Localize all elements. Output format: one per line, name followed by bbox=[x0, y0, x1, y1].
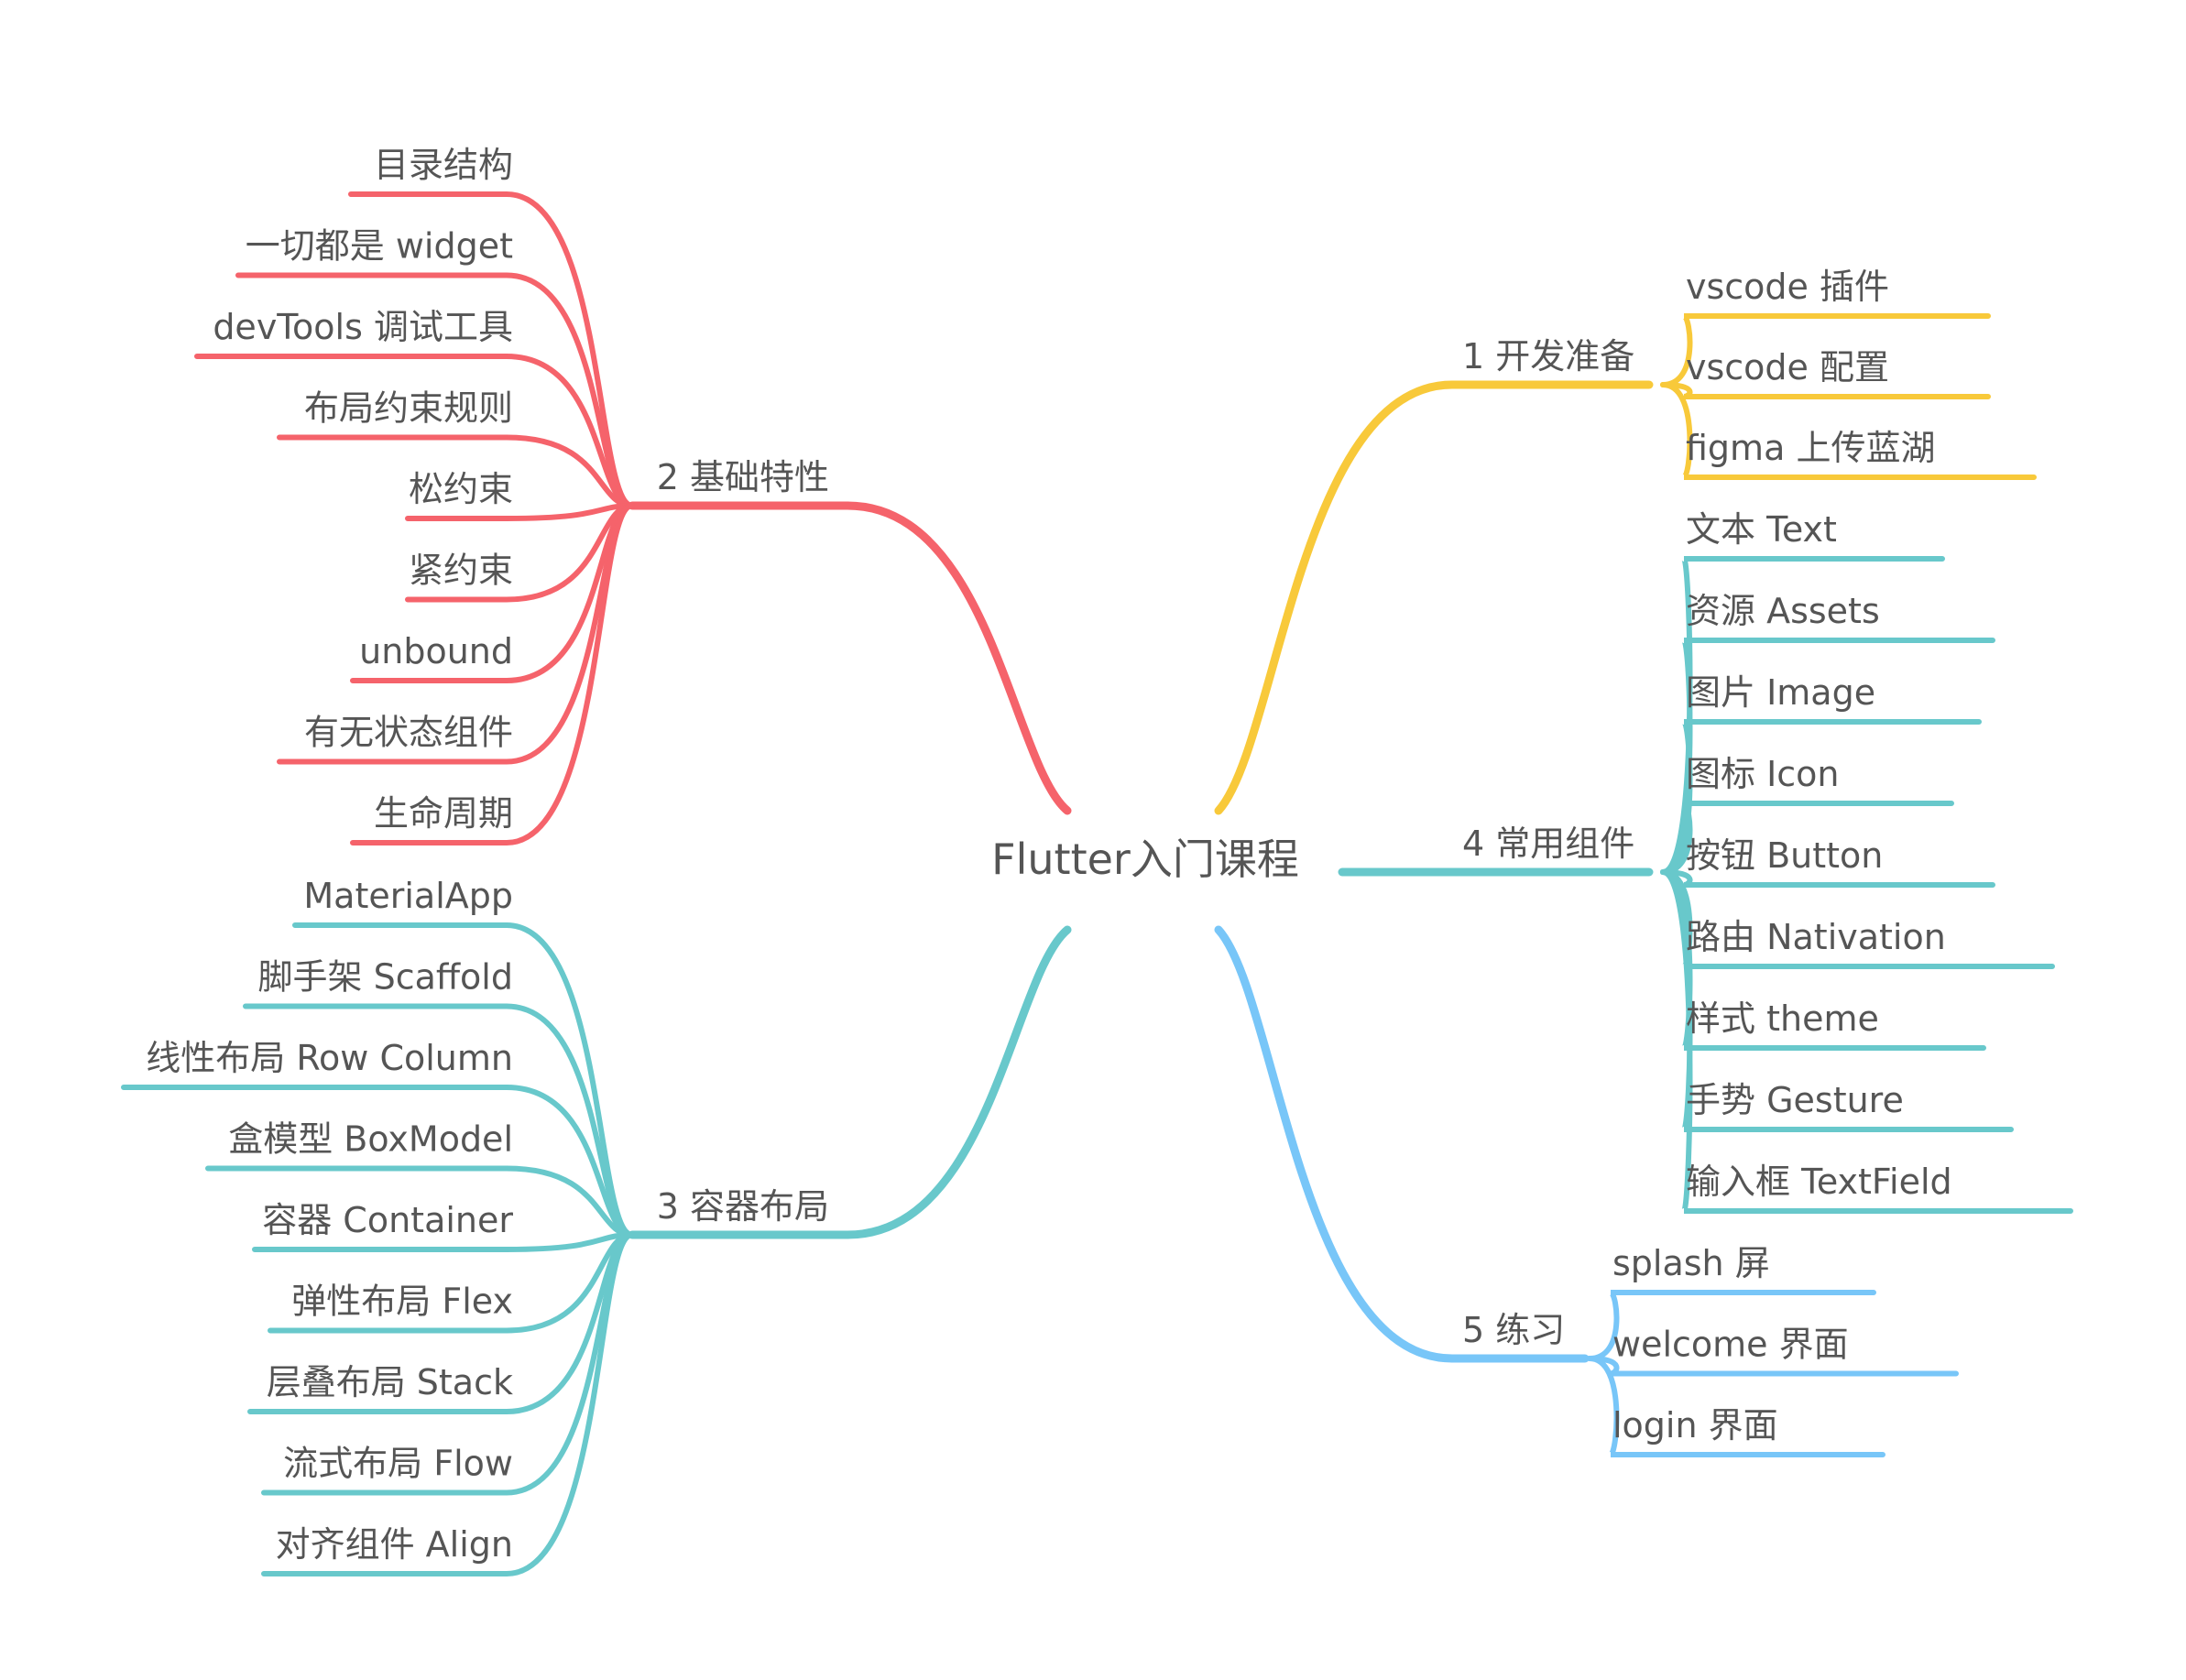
child-connector bbox=[121, 1085, 635, 1238]
leaf-b3-0[interactable]: MaterialApp bbox=[303, 876, 513, 916]
child-connector bbox=[350, 503, 635, 845]
leaf-b4-3[interactable]: 图标 Icon bbox=[1686, 754, 1840, 794]
leaf-b5-0[interactable]: splash 屏 bbox=[1612, 1243, 1770, 1283]
child-connector bbox=[1587, 1290, 1876, 1361]
branch-label-b3[interactable]: 3 容器布局 bbox=[657, 1186, 829, 1227]
leaf-b4-5[interactable]: 路由 Nativation bbox=[1686, 917, 1946, 957]
branch-label-b1[interactable]: 1 开发准备 bbox=[1462, 336, 1634, 376]
leaf-b4-0[interactable]: 文本 Text bbox=[1686, 509, 1837, 550]
leaf-b2-2[interactable]: devTools 调试工具 bbox=[213, 307, 513, 347]
branch-connector bbox=[1214, 380, 1457, 815]
child-connector bbox=[194, 354, 635, 508]
child-connector bbox=[1660, 719, 1982, 875]
child-connector bbox=[205, 1165, 635, 1238]
child-connector bbox=[1660, 869, 2073, 1214]
leaf-b2-6[interactable]: unbound bbox=[359, 631, 513, 671]
leaf-b2-5[interactable]: 紧约束 bbox=[409, 551, 513, 591]
leaf-b3-7[interactable]: 流式布局 Flow bbox=[283, 1444, 513, 1484]
mindmap-labels: 1 开发准备 vscode 插件 vscode 配置 figma 上传蓝湖 2 基础特性… bbox=[146, 145, 1951, 1565]
child-connector bbox=[252, 1232, 635, 1252]
branch-label-b5[interactable]: 5 练习 bbox=[1462, 1310, 1565, 1350]
child-connector bbox=[1660, 801, 1954, 875]
leaf-b2-0[interactable]: 目录结构 bbox=[374, 145, 513, 185]
child-connector bbox=[261, 1232, 635, 1576]
branch-connector bbox=[843, 925, 1072, 1239]
branch-connector bbox=[843, 501, 1072, 815]
leaf-b1-0[interactable]: vscode 插件 bbox=[1686, 267, 1889, 307]
child-connector bbox=[1587, 1356, 1885, 1457]
leaf-b2-7[interactable]: 有无状态组件 bbox=[304, 713, 513, 753]
leaf-b1-2[interactable]: figma 上传蓝湖 bbox=[1686, 428, 1935, 468]
branch-label-b4[interactable]: 4 常用组件 bbox=[1462, 824, 1634, 864]
mindmap-edges bbox=[121, 191, 2073, 1576]
child-connector bbox=[277, 434, 635, 508]
leaf-b5-2[interactable]: login 界面 bbox=[1612, 1405, 1778, 1445]
leaf-b3-4[interactable]: 容器 Container bbox=[262, 1200, 513, 1240]
leaf-b3-8[interactable]: 对齐组件 Align bbox=[276, 1524, 513, 1565]
leaf-b4-2[interactable]: 图片 Image bbox=[1686, 672, 1875, 713]
leaf-b4-7[interactable]: 手势 Gesture bbox=[1686, 1080, 1904, 1120]
leaf-b2-8[interactable]: 生命周期 bbox=[374, 793, 513, 834]
branch-label-b2[interactable]: 2 基础特性 bbox=[657, 457, 829, 497]
leaf-b4-8[interactable]: 输入框 TextField bbox=[1686, 1162, 1952, 1202]
leaf-b3-1[interactable]: 脚手架 Scaffold bbox=[258, 957, 514, 998]
leaf-b3-2[interactable]: 线性布局 Row Column bbox=[146, 1038, 513, 1078]
leaf-b3-5[interactable]: 弹性布局 Flex bbox=[291, 1282, 513, 1322]
child-connector bbox=[1660, 382, 2037, 480]
child-connector bbox=[405, 503, 635, 521]
leaf-b2-4[interactable]: 松约束 bbox=[409, 469, 513, 509]
leaf-b4-6[interactable]: 样式 theme bbox=[1686, 998, 1879, 1039]
leaf-b5-1[interactable]: welcome 界面 bbox=[1612, 1325, 1849, 1365]
leaf-b3-3[interactable]: 盒模型 BoxModel bbox=[228, 1119, 513, 1160]
leaf-b4-1[interactable]: 资源 Assets bbox=[1686, 591, 1880, 631]
leaf-b2-3[interactable]: 布局约束规则 bbox=[304, 388, 513, 429]
leaf-b3-6[interactable]: 层叠布局 Stack bbox=[267, 1362, 513, 1402]
branch-connector bbox=[1214, 925, 1457, 1363]
leaf-b4-4[interactable]: 按钮 Button bbox=[1686, 835, 1883, 876]
child-connector bbox=[1660, 313, 1991, 387]
leaf-b2-1[interactable]: 一切都是 widget bbox=[246, 226, 513, 267]
leaf-b1-1[interactable]: vscode 配置 bbox=[1686, 347, 1889, 387]
root-topic[interactable]: Flutter入门课程 bbox=[991, 835, 1299, 884]
